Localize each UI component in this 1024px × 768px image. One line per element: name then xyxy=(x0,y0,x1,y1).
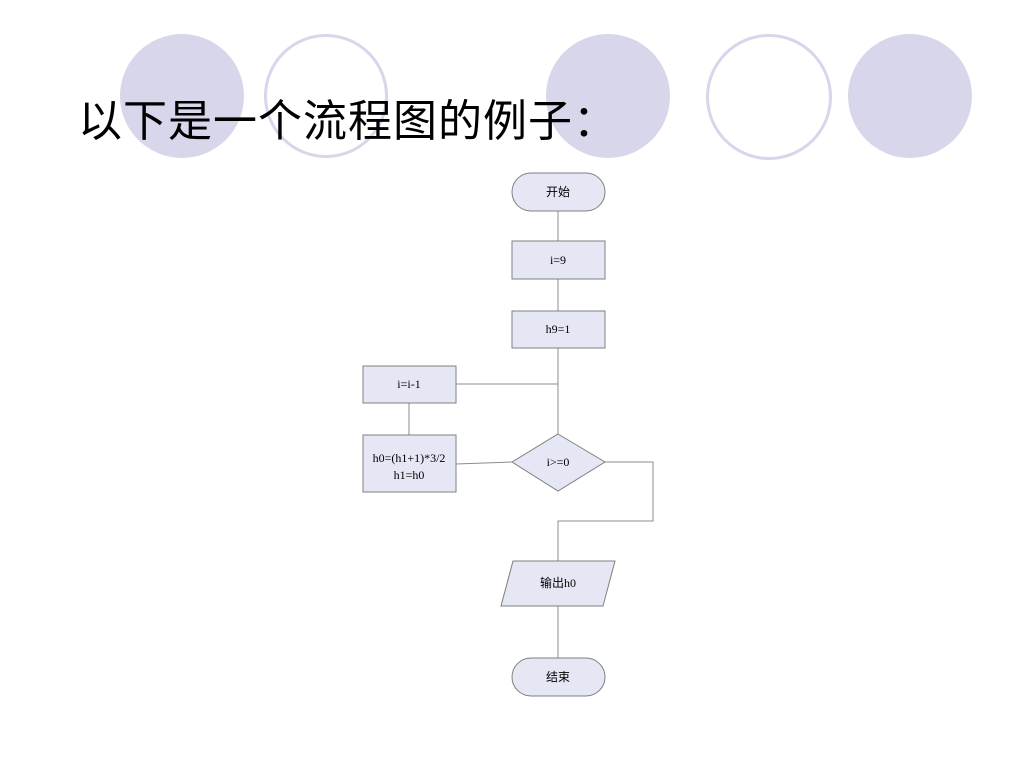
compute-label-line2: h1=h0 xyxy=(394,468,425,482)
decor-circle-4 xyxy=(706,34,832,160)
compute-label-line1: h0=(h1+1)*3/2 xyxy=(373,451,446,465)
start-terminator xyxy=(511,172,606,212)
start-label: 开始 xyxy=(546,185,570,199)
decor-circle-2 xyxy=(264,34,388,158)
init-h9-process xyxy=(511,310,606,349)
decor-circle-3 xyxy=(546,34,670,158)
condition-label: i>=0 xyxy=(547,455,570,469)
init-h9-label: h9=1 xyxy=(546,322,571,336)
compute-process xyxy=(362,434,457,493)
connector-condition-to-compute xyxy=(455,461,513,465)
decrement-label: i=i-1 xyxy=(397,377,420,391)
decor-circle-1 xyxy=(120,34,244,158)
init-i-process xyxy=(511,240,606,280)
output-label: 输出h0 xyxy=(540,575,576,590)
end-label: 结束 xyxy=(546,670,570,684)
decrement-process xyxy=(362,365,457,404)
end-terminator xyxy=(511,657,606,697)
condition-decision xyxy=(511,433,606,492)
connector-condition-to-output xyxy=(557,461,654,561)
init-i-label: i=9 xyxy=(550,253,566,267)
slide-title: 以下是一个流程图的例子： xyxy=(78,96,618,147)
output-io xyxy=(500,560,616,607)
decor-circle-5 xyxy=(848,34,972,158)
